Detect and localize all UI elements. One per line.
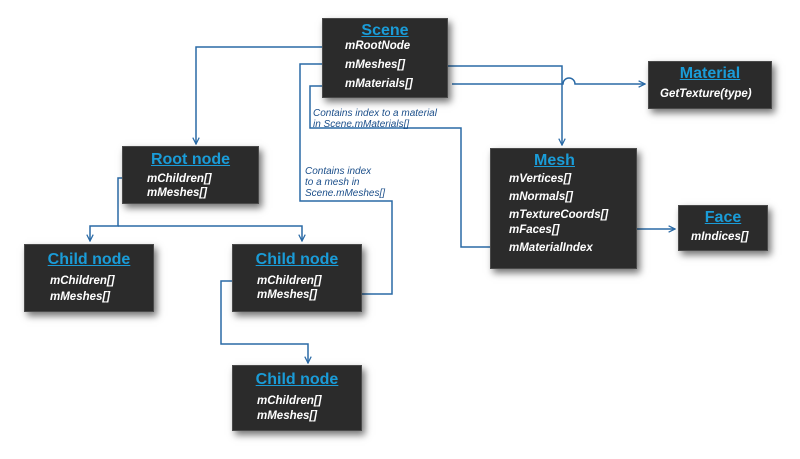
material-index-note: Contains index to a material in Scene.mM… — [313, 108, 437, 130]
rootnode-link — [196, 46, 340, 144]
child-node-left-field-mchildren: mChildren[] — [50, 275, 115, 287]
mesh-field-mtexturecoords: mTextureCoords[] — [509, 209, 609, 221]
mesh-index-note-line-2: to a mesh in — [305, 177, 360, 188]
face-field-mindices: mIndices[] — [691, 231, 749, 243]
child-node-mid-field-mmeshes: mMeshes[] — [257, 289, 318, 301]
material-index-link — [309, 86, 491, 248]
child-node-mid-title: Child node — [255, 251, 339, 268]
child-node-left-box: Child node mChildren[] mMeshes[] — [24, 244, 154, 312]
mesh-box: Mesh mVertices[] mNormals[] mTextureCoor… — [490, 148, 637, 269]
child-node-bottom-box: Child node mChildren[] mMeshes[] — [232, 365, 362, 431]
mesh-field-mfaces: mFaces[] — [509, 224, 560, 236]
mesh-index-note-line-1: Contains index — [305, 166, 372, 177]
mesh-field-mnormals: mNormals[] — [509, 191, 573, 203]
child-node-mid-field-mchildren: mChildren[] — [257, 275, 322, 287]
scene-title: Scene — [361, 22, 409, 39]
face-box: Face mIndices[] — [678, 205, 768, 251]
face-title: Face — [704, 209, 742, 226]
scene-box: Scene mRootNode mMeshes[] mMaterials[] — [322, 18, 448, 98]
root-node-field-mmeshes: mMeshes[] — [147, 187, 208, 199]
mesh-field-mmaterialindex: mMaterialIndex — [509, 242, 593, 254]
child-node-bottom-field-mchildren: mChildren[] — [257, 395, 322, 407]
material-index-note-line-1: Contains index to a material — [313, 108, 437, 119]
scene-field-mmeshes: mMeshes[] — [345, 59, 406, 71]
mesh-title: Mesh — [534, 152, 575, 169]
material-box: Material GetTexture(type) — [648, 61, 772, 109]
mesh-field-mvertices: mVertices[] — [509, 173, 572, 185]
meshes-link — [437, 65, 562, 145]
material-title: Material — [679, 65, 741, 82]
child-node-left-title: Child node — [47, 251, 131, 268]
root-children-link-2 — [118, 225, 302, 241]
root-node-field-mchildren: mChildren[] — [147, 173, 212, 185]
mesh-index-link — [299, 64, 393, 295]
child-node-left-field-mmeshes: mMeshes[] — [50, 291, 111, 303]
mesh-index-note: Contains index to a mesh in Scene.mMeshe… — [305, 166, 385, 199]
materials-link — [452, 77, 645, 84]
mesh-index-note-line-3: Scene.mMeshes[] — [305, 188, 386, 199]
material-field-gettexture: GetTexture(type) — [660, 88, 752, 100]
scene-field-mmaterials: mMaterials[] — [345, 78, 413, 90]
scene-field-mrootnode: mRootNode — [345, 40, 411, 52]
root-node-title: Root node — [150, 151, 231, 168]
child-node-bottom-title: Child node — [255, 371, 339, 388]
child-node-mid-box: Child node mChildren[] mMeshes[] — [232, 244, 362, 312]
material-index-note-line-2: in Scene.mMaterials[] — [313, 119, 410, 130]
root-node-box: Root node mChildren[] mMeshes[] — [122, 146, 259, 204]
child-node-bottom-field-mmeshes: mMeshes[] — [257, 410, 318, 422]
